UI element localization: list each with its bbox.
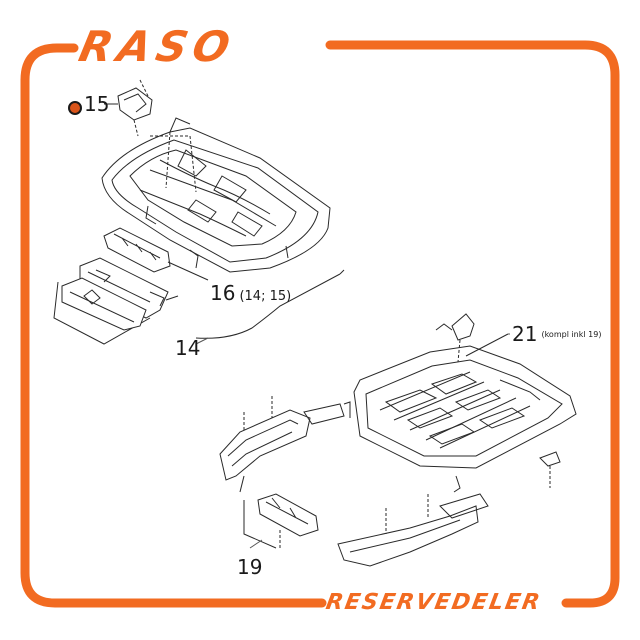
callout-19-number: 19 [237,555,263,579]
leader-lines [196,334,510,548]
callout-15: 15 [84,92,109,116]
left-side-rail [220,396,350,492]
right-side-rail [338,494,488,566]
part-16-strip [104,228,208,280]
highlight-marker [68,101,82,115]
release-cable [196,270,344,338]
callout-14-number: 14 [175,336,201,360]
callout-14: 14 [175,336,200,360]
callout-19: 19 [237,555,262,579]
orange-border [25,45,615,603]
callout-16-ref: (14; 15) [239,289,292,304]
callout-21: 21(kompl inkl 19) [512,322,601,346]
part-19-bracket-group [244,494,318,550]
callout-21-number: 21 [512,322,538,346]
part-upper-panel [102,118,330,272]
callout-15-number: 15 [84,92,110,116]
part-14-assembly [54,258,178,344]
callout-21-note: (kompl inkl 19) [541,330,602,339]
part-21-underbody-panel [354,314,576,492]
part-15-clip [104,80,152,136]
callout-16-number: 16 [210,281,236,305]
callout-16: 16(14; 15) [210,281,291,305]
